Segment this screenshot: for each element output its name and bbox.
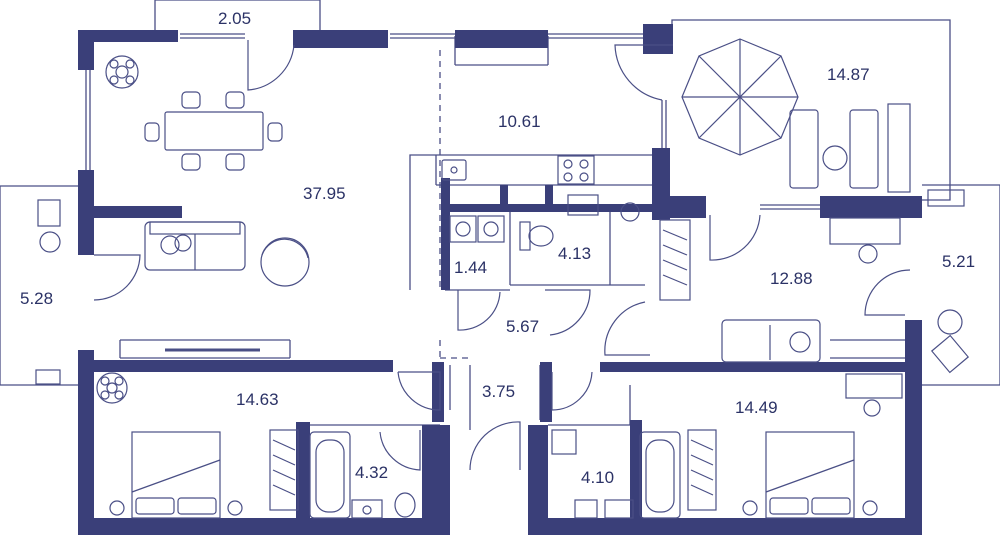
plant-icon xyxy=(96,372,128,404)
wall xyxy=(78,170,94,255)
wall xyxy=(78,30,178,42)
balcony-left-rail xyxy=(0,185,78,386)
wall xyxy=(500,185,508,207)
area-label-laundry: 1.44 xyxy=(454,258,487,277)
bed-icon xyxy=(109,431,243,519)
area-label-bedroom-left: 14.63 xyxy=(236,390,279,409)
area-label-terrace-right: 14.87 xyxy=(827,65,870,84)
wall xyxy=(643,24,673,54)
bathtub-icon xyxy=(309,431,351,519)
sink-icon xyxy=(351,499,383,519)
wall xyxy=(652,148,670,220)
terrace-rail xyxy=(671,19,951,201)
area-label-kitchen: 10.61 xyxy=(498,112,541,131)
wall xyxy=(600,362,920,372)
area-label-living-dining: 37.95 xyxy=(303,184,346,203)
desk-icon xyxy=(845,373,903,417)
sofa-icon xyxy=(721,319,821,363)
armchair-icon xyxy=(35,199,61,385)
toilet-icon xyxy=(394,492,416,518)
wall xyxy=(455,30,548,48)
wall xyxy=(78,350,94,535)
balcony-right-rail xyxy=(920,184,1000,386)
wall xyxy=(905,320,922,535)
wall xyxy=(78,30,94,70)
wall xyxy=(293,30,388,48)
wall xyxy=(670,196,706,218)
dining-table-icon xyxy=(144,91,283,171)
area-label-hallway: 5.67 xyxy=(506,317,539,336)
wardrobe-icon xyxy=(269,429,299,511)
wall xyxy=(540,362,552,422)
toilet-icon xyxy=(519,221,554,251)
doors xyxy=(93,40,911,471)
wall xyxy=(630,420,642,520)
wall xyxy=(528,518,920,535)
wall xyxy=(78,360,393,372)
sunbed-icon xyxy=(789,103,911,193)
wall xyxy=(432,362,444,422)
stove-icon xyxy=(557,155,595,185)
wall xyxy=(820,196,922,218)
wall xyxy=(92,206,182,218)
armchair-icon xyxy=(927,189,970,374)
area-label-balcony-left: 5.28 xyxy=(20,289,53,308)
plant-icon xyxy=(105,55,139,89)
armchair-icon xyxy=(260,237,310,287)
area-labels: 2.05 37.95 10.61 14.87 5.28 1.44 4.13 5.… xyxy=(20,9,975,487)
area-label-balcony-right: 5.21 xyxy=(942,252,975,271)
wall xyxy=(422,425,450,525)
wall xyxy=(545,185,553,207)
desk-icon xyxy=(829,217,901,264)
area-label-bathroom-left: 4.32 xyxy=(355,463,388,482)
wall xyxy=(296,422,310,522)
wall xyxy=(441,178,450,290)
wall xyxy=(78,518,450,535)
walls xyxy=(78,24,922,535)
wardrobe-icon xyxy=(687,429,717,511)
washing-machine-icon xyxy=(449,215,505,243)
wall xyxy=(528,425,548,535)
area-label-balcony-top: 2.05 xyxy=(218,9,251,28)
area-label-bathroom-right: 4.10 xyxy=(581,468,614,487)
bathtub-icon xyxy=(639,431,681,519)
area-label-study: 12.88 xyxy=(770,269,813,288)
sofa-icon xyxy=(144,221,246,271)
area-label-corridor: 3.75 xyxy=(482,382,515,401)
area-label-bedroom-right: 14.49 xyxy=(735,398,778,417)
wardrobe-icon xyxy=(659,219,691,301)
sink-icon xyxy=(567,194,640,222)
balcony-top-rail xyxy=(154,0,321,30)
bed-icon xyxy=(742,431,878,519)
area-label-bathroom-center: 4.13 xyxy=(558,244,591,263)
toilet-icon xyxy=(551,429,577,455)
umbrella-icon xyxy=(681,38,799,156)
sink-icon xyxy=(441,159,467,181)
sink-icon xyxy=(574,499,634,519)
wall xyxy=(441,204,653,212)
